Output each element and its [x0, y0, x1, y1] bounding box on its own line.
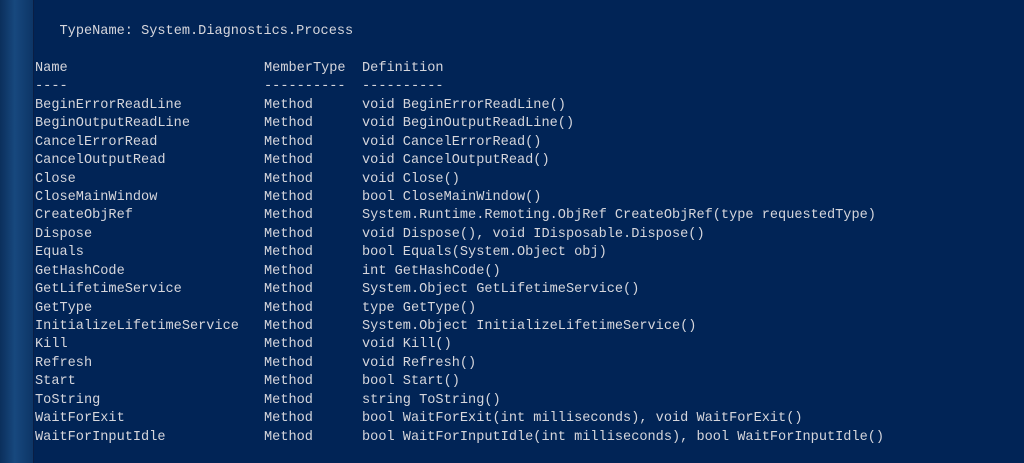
member-definition: bool CloseMainWindow(): [362, 189, 542, 205]
table-row: Kill Method void Kill(): [35, 336, 1024, 354]
member-type: Method: [264, 134, 313, 150]
member-type: Method: [264, 411, 313, 427]
member-definition: System.Runtime.Remoting.ObjRef CreateObj…: [362, 208, 876, 224]
table-row: Equals Method bool Equals(System.Object ob…: [35, 244, 1024, 262]
table-row: CloseMainWindow Method bool CloseMainWindo…: [35, 189, 1024, 207]
member-definition: string ToString(): [362, 392, 501, 408]
member-name: Dispose: [35, 226, 93, 242]
member-definition: System.Object GetLifetimeService(): [362, 282, 640, 298]
table-row: GetLifetimeService Method System.Object Ge…: [35, 281, 1024, 299]
member-definition: bool Start(): [362, 374, 460, 390]
member-name: Refresh: [35, 355, 93, 371]
desktop-background: [0, 0, 33, 463]
table-row: GetType Method type GetType(): [35, 300, 1024, 318]
member-type: Method: [264, 208, 313, 224]
member-type: Method: [264, 300, 313, 316]
member-type: Method: [264, 319, 313, 334]
header-name: Name: [35, 60, 68, 76]
separator-name: ----: [35, 79, 68, 95]
member-name: CancelErrorRead: [35, 134, 158, 150]
window-border: [33, 0, 34, 463]
member-type: Method: [264, 189, 313, 205]
member-definition: bool WaitForInputIdle(int milliseconds),…: [362, 429, 885, 445]
table-row: WaitForExit Method bool WaitForExit(int mi…: [35, 410, 1024, 428]
table-row: CancelErrorRead Method void CancelErrorRea…: [35, 134, 1024, 152]
member-name: WaitForInputIdle: [35, 429, 166, 445]
blank-line: [35, 41, 1024, 59]
member-type: Method: [264, 392, 313, 408]
member-name: ToString: [35, 392, 101, 408]
separator-member-type: ----------: [264, 79, 346, 95]
separator-row: ---- ---------- ----------: [35, 78, 1024, 96]
header-definition: Definition: [362, 60, 444, 76]
member-name: Start: [35, 374, 76, 390]
table-row: CreateObjRef Method System.Runtime.Remotin…: [35, 207, 1024, 225]
table-row: Close Method void Close(): [35, 171, 1024, 189]
powershell-console-output: TypeName: System.Diagnostics.Process Nam…: [35, 23, 1024, 463]
member-type: Method: [264, 245, 313, 261]
member-type: Method: [264, 226, 313, 242]
member-name: CloseMainWindow: [35, 189, 158, 205]
separator-definition: ----------: [362, 79, 444, 95]
member-name: GetHashCode: [35, 263, 125, 279]
member-name: WaitForExit: [35, 411, 125, 427]
member-definition: void CancelErrorRead(): [362, 134, 542, 150]
type-name-line: TypeName: System.Diagnostics.Process: [59, 24, 354, 39]
table-row: CancelOutputRead Method void CancelOutputR…: [35, 152, 1024, 170]
header-member-type: MemberType: [264, 60, 346, 76]
table-row: Start Method bool Start(): [35, 373, 1024, 391]
member-definition: void Refresh(): [362, 355, 477, 371]
member-definition: void Close(): [362, 171, 460, 187]
member-name: Close: [35, 171, 76, 187]
member-name: CreateObjRef: [35, 208, 133, 224]
member-definition: void CancelOutputRead(): [362, 153, 550, 169]
member-definition: void Kill(): [362, 337, 452, 353]
member-type: Method: [264, 355, 313, 371]
member-name: BeginOutputReadLine: [35, 116, 190, 132]
member-type: Method: [264, 153, 313, 169]
member-type: Method: [264, 429, 313, 445]
member-name: GetType: [35, 300, 93, 316]
table-row: BeginErrorReadLine Method void BeginErrorR…: [35, 97, 1024, 115]
table-row: Refresh Method void Refresh(): [35, 355, 1024, 373]
member-type: Method: [264, 116, 313, 132]
member-type: Method: [264, 171, 313, 187]
member-type: Method: [264, 374, 313, 390]
member-name: Kill: [35, 337, 68, 353]
member-definition: void Dispose(), void IDisposable.Dispose…: [362, 226, 705, 242]
member-name: BeginErrorReadLine: [35, 97, 182, 113]
member-name: InitializeLifetimeService: [35, 319, 239, 334]
member-definition: bool Equals(System.Object obj): [362, 245, 607, 261]
table-row: InitializeLifetimeService Method System.Ob…: [35, 318, 1024, 336]
table-row: ToString Method string ToString(): [35, 392, 1024, 410]
member-definition: type GetType(): [362, 300, 477, 316]
member-definition: void BeginOutputReadLine(): [362, 116, 575, 132]
member-type: Method: [264, 337, 313, 353]
member-name: GetLifetimeService: [35, 282, 182, 298]
table-row: Dispose Method void Dispose(), void IDispo…: [35, 226, 1024, 244]
table-row: BeginOutputReadLine Method void BeginOutpu…: [35, 115, 1024, 133]
header-row: Name MemberType Definition: [35, 60, 1024, 78]
table-row: GetHashCode Method int GetHashCode(): [35, 263, 1024, 281]
member-definition: int GetHashCode(): [362, 263, 501, 279]
member-definition: System.Object InitializeLifetimeService(…: [362, 319, 697, 334]
member-type: Method: [264, 263, 313, 279]
member-name: Equals: [35, 245, 84, 261]
member-type: Method: [264, 97, 313, 113]
member-definition: void BeginErrorReadLine(): [362, 97, 566, 113]
member-name: CancelOutputRead: [35, 153, 166, 169]
table-row: WaitForInputIdle Method bool WaitForInputI…: [35, 429, 1024, 447]
member-type: Method: [264, 282, 313, 298]
member-definition: bool WaitForExit(int milliseconds), void…: [362, 411, 803, 427]
